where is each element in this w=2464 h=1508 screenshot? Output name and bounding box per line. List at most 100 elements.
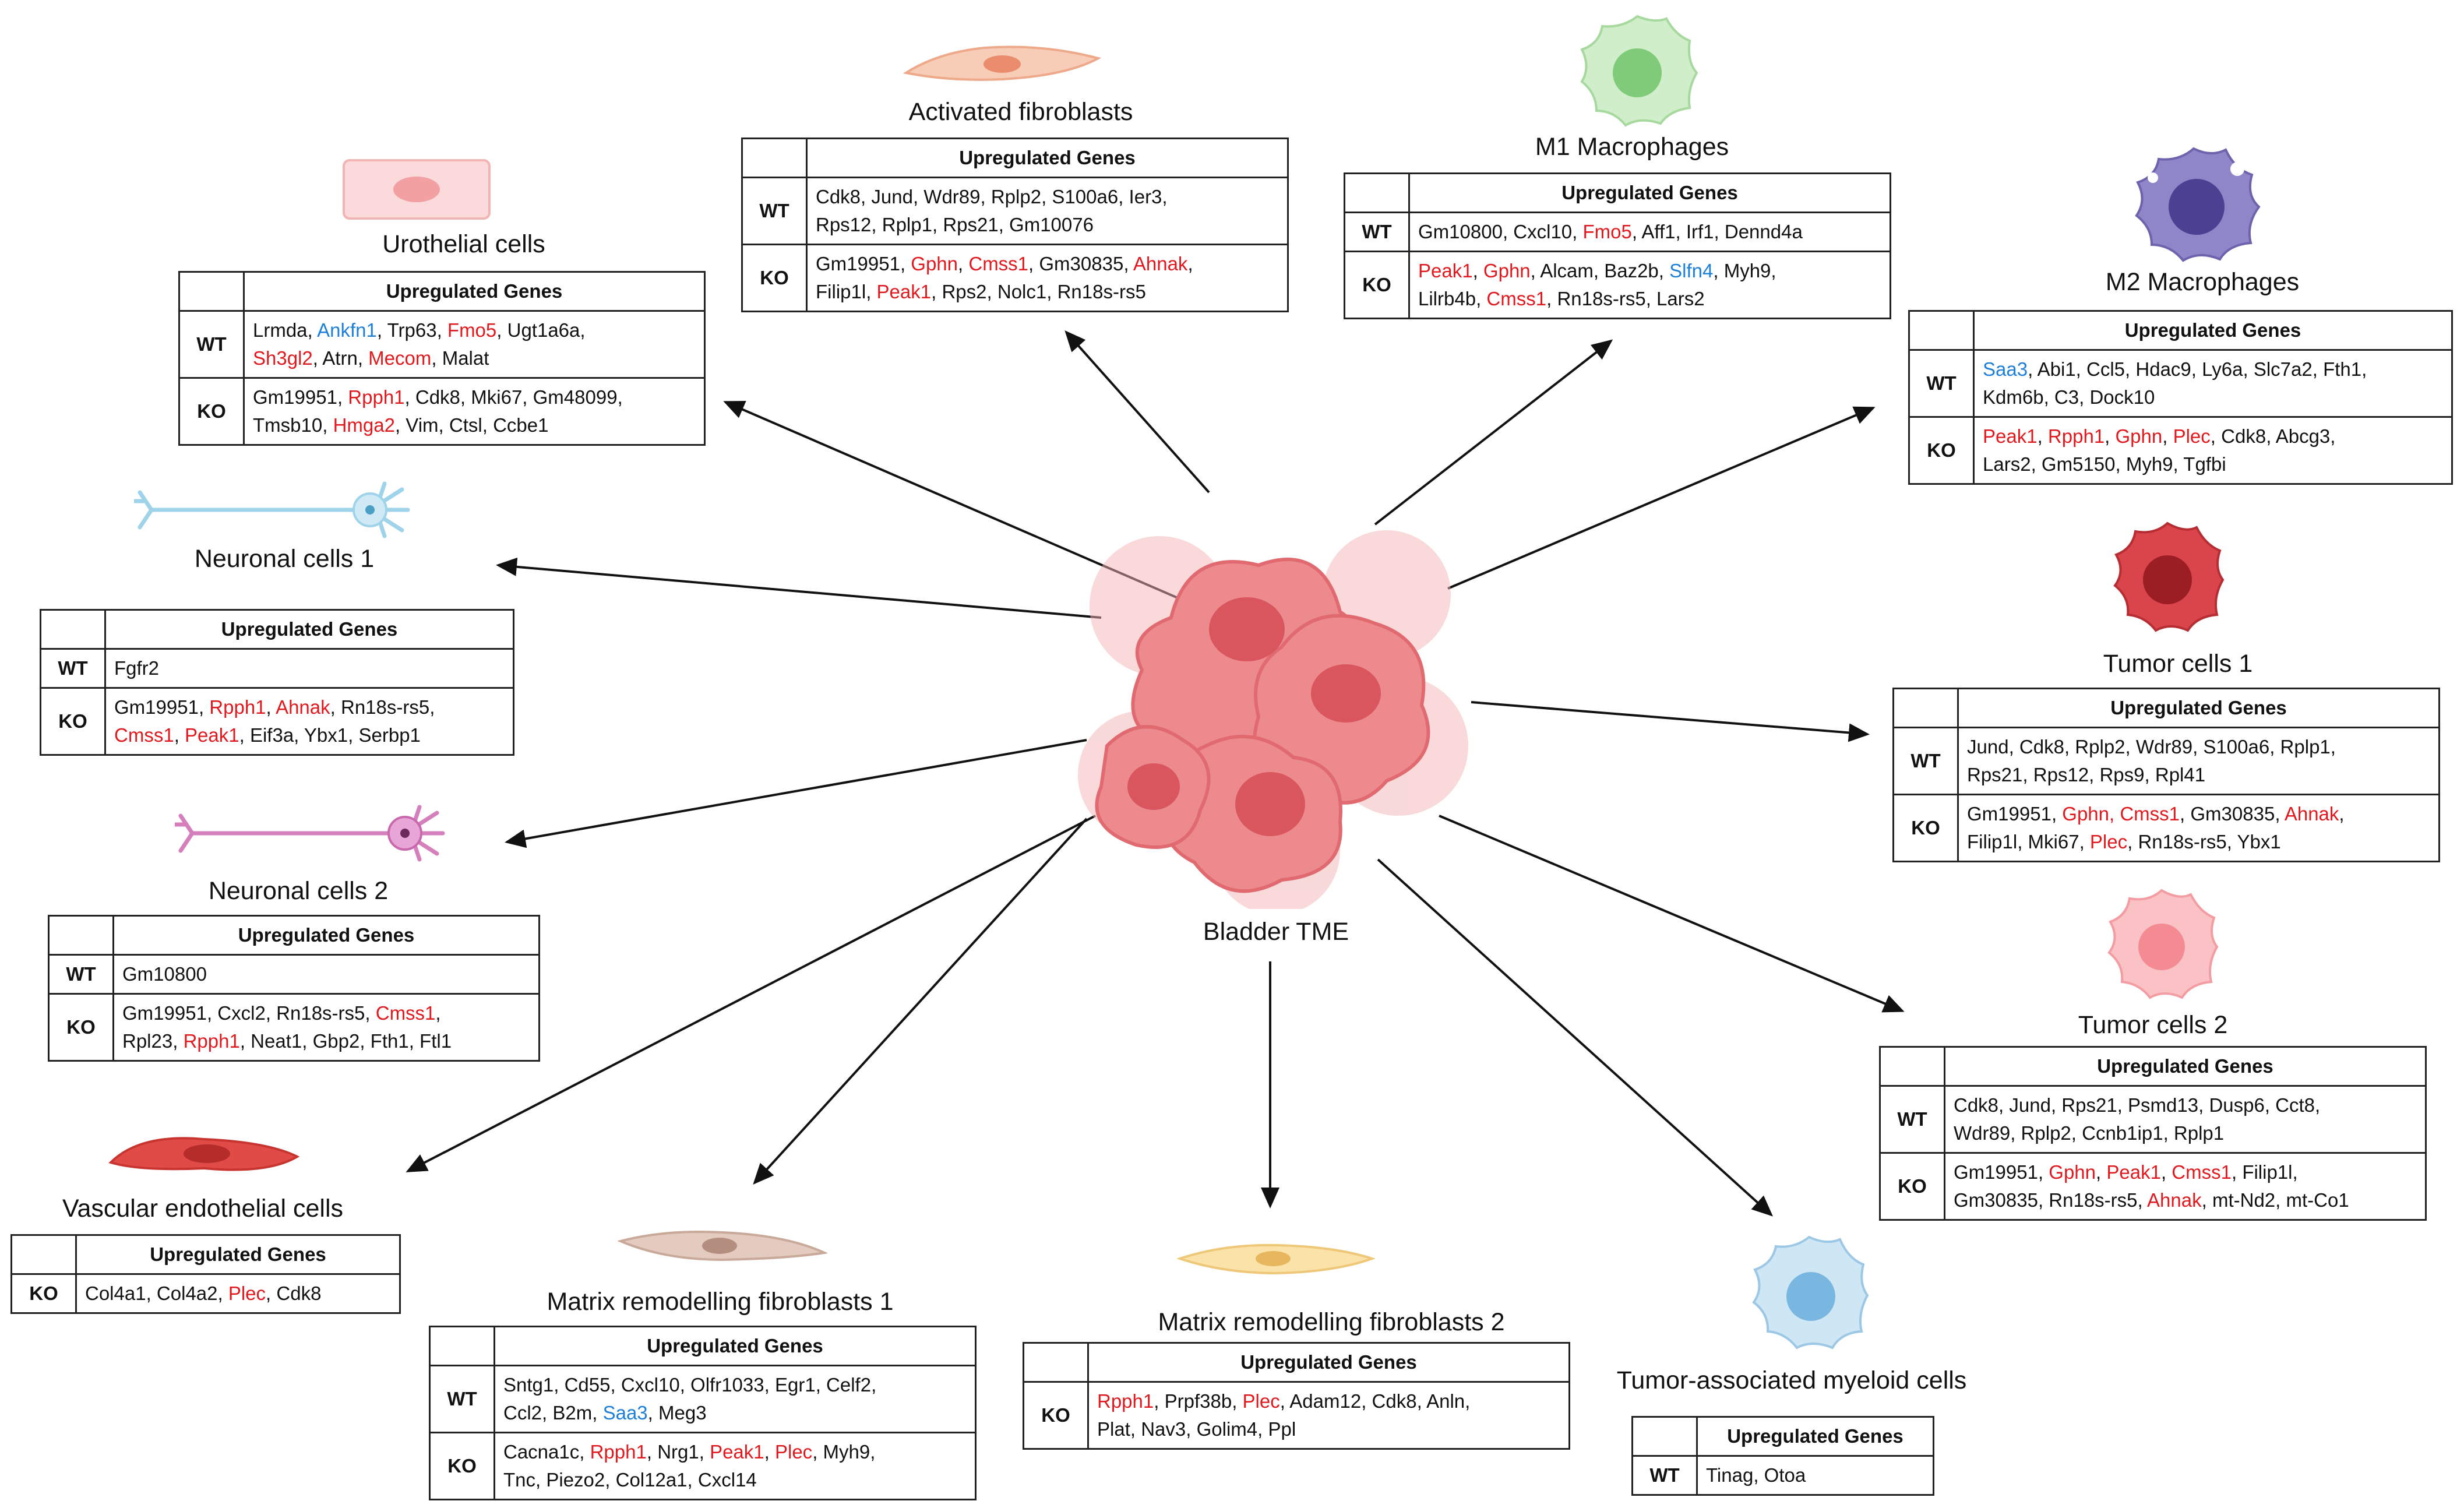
gene-name: Rn18s-rs5 xyxy=(276,1002,365,1024)
gene-name: Rplp2 xyxy=(2021,1122,2071,1144)
gene-name: Gm5150 xyxy=(2041,453,2116,475)
gene-name: Rps12 xyxy=(816,214,872,235)
cell-title: Vascular endothelial cells xyxy=(62,1195,344,1222)
separator: , xyxy=(438,414,449,436)
separator: , xyxy=(2264,1094,2276,1116)
separator: , xyxy=(307,319,318,341)
gene-name: Cxcl14 xyxy=(697,1469,757,1491)
separator: , xyxy=(2117,1094,2128,1116)
gene-name: Saa3 xyxy=(602,1402,648,1424)
gene-name: Rn18s-rs5 xyxy=(1557,288,1646,309)
gene-name: Plec xyxy=(1242,1390,1280,1412)
separator: , xyxy=(605,1469,616,1491)
gene-name: Gm19951 xyxy=(122,1002,207,1024)
gene-line: Gm19951, Gphn, Peak1, Cmss1, Filip1l, xyxy=(1954,1158,2417,1186)
gene-name: Adam12 xyxy=(1289,1390,1362,1412)
separator: , xyxy=(1186,1418,1197,1440)
gene-name: Ybx1 xyxy=(304,724,348,746)
gene-line: Sntg1, Cd55, Cxcl10, Olfr1033, Egr1, Cel… xyxy=(503,1371,967,1399)
gene-line: Tnc, Piezo2, Col12a1, Cxcl14 xyxy=(503,1466,967,1494)
separator: , xyxy=(330,696,341,718)
separator: , xyxy=(931,281,942,302)
gene-name: Rps2 xyxy=(942,281,987,302)
gene-line: Rpl23, Rpph1, Neat1, Gbp2, Fth1, Ftl1 xyxy=(122,1027,530,1055)
gene-name: Ahnak xyxy=(1133,253,1188,274)
gene-name: Vim xyxy=(406,414,439,436)
gene-name: Plat xyxy=(1097,1418,1130,1440)
gene-name: Rpph1 xyxy=(183,1030,240,1052)
gene-name: Rplp1 xyxy=(2280,736,2331,757)
gene-name: Ppl xyxy=(1268,1418,1296,1440)
table-header: Upregulated Genes xyxy=(1957,688,2440,728)
separator: , xyxy=(912,186,924,207)
gene-line: Gm19951, Gphn, Cmss1, Gm30835, Ahnak, xyxy=(1967,800,2430,828)
separator: , xyxy=(1713,260,1724,281)
separator: , xyxy=(2160,1161,2172,1183)
separator: , xyxy=(312,347,323,369)
separator: , xyxy=(1046,281,1057,302)
gene-name: Cxcl10 xyxy=(1513,221,1573,242)
separator: , xyxy=(1675,221,1686,242)
separator: , xyxy=(376,319,387,341)
gene-name: Rn18s-rs5 xyxy=(1057,281,1146,302)
gene-name: Alcam xyxy=(1540,260,1594,281)
neuron-icon-pink xyxy=(175,805,445,862)
separator: , xyxy=(1530,260,1541,281)
cell-title: Matrix remodelling fibroblasts 1 xyxy=(547,1288,894,1316)
gene-name: Cdk8 xyxy=(415,386,460,408)
gene-name: Peak1 xyxy=(2106,1161,2161,1183)
gene-name: Filip1l xyxy=(2242,1161,2293,1183)
separator: , xyxy=(554,1374,565,1396)
gene-name: Gm10800 xyxy=(122,963,207,985)
gene-name: Rpph1 xyxy=(209,696,266,718)
gene-name: Cmss1 xyxy=(968,253,1029,274)
gene-name: Plec xyxy=(2089,831,2128,852)
gene-name: Atrn xyxy=(322,347,358,369)
table-row: WT Gm10800 xyxy=(48,954,540,995)
gene-name: Rpl41 xyxy=(2155,764,2206,785)
gene-line: Peak1, Gphn, Alcam, Baz2b, Slfn4, Myh9, xyxy=(1418,257,1881,285)
gene-name: Golim4 xyxy=(1196,1418,1258,1440)
table-header: Upregulated Genes xyxy=(243,271,706,312)
arrow xyxy=(1374,339,1613,526)
empty-header-cell xyxy=(10,1234,77,1275)
empty-header-cell xyxy=(40,609,106,650)
separator: , xyxy=(2127,831,2138,852)
center-label: Bladder TME xyxy=(1203,918,1349,946)
gene-name: Malat xyxy=(442,347,489,369)
gene-line: Peak1, Rpph1, Gphn, Plec, Cdk8, Abcg3, xyxy=(1983,422,2443,450)
gene-name: Gphn xyxy=(2115,425,2163,447)
gene-list: Fgfr2 xyxy=(104,648,514,689)
separator: , xyxy=(2266,425,2276,447)
gene-line: Gm19951, Rpph1, Ahnak, Rn18s-rs5, xyxy=(114,693,505,721)
gene-name: Gm30835 xyxy=(1039,253,1124,274)
separator: , xyxy=(404,386,415,408)
genotype-label: WT xyxy=(48,954,114,995)
separator: , xyxy=(1753,1464,1764,1486)
separator: , xyxy=(2008,736,2019,757)
gene-list: Gm19951, Rpph1, Cdk8, Mki67, Gm48099, Tm… xyxy=(243,377,706,446)
empty-header-cell xyxy=(178,271,245,312)
gene-name: Jund xyxy=(1967,736,2009,757)
separator: , xyxy=(2096,1161,2107,1183)
separator: , xyxy=(2089,764,2100,785)
separator: , xyxy=(2201,1189,2212,1211)
gene-name: Jund xyxy=(871,186,913,207)
arrow xyxy=(496,557,1102,619)
gene-name: Rps21 xyxy=(1967,764,2023,785)
empty-header-cell xyxy=(1023,1342,1089,1383)
separator: , xyxy=(2079,831,2090,852)
separator: , xyxy=(2162,425,2173,447)
genotype-label: WT xyxy=(741,177,808,245)
gene-name: Rplp2 xyxy=(2075,736,2125,757)
separator: , xyxy=(2125,358,2136,380)
gene-name: Lars2 xyxy=(1983,453,2031,475)
separator: , xyxy=(1472,260,1483,281)
separator: , xyxy=(2022,764,2033,785)
